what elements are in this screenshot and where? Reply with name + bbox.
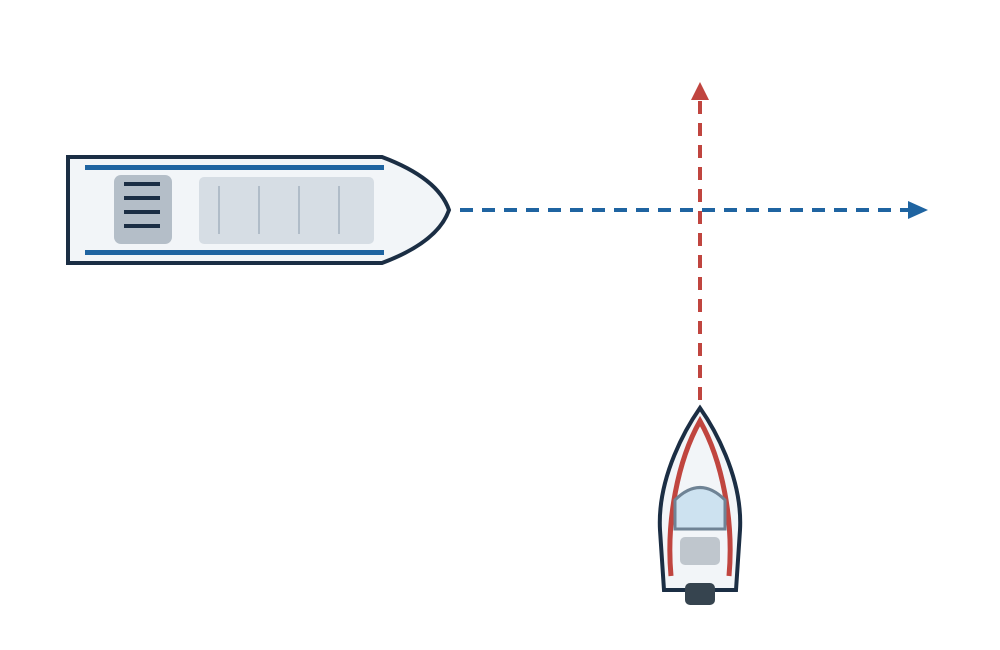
ship-cargo-dividers [218, 186, 340, 234]
motorboat-icon [657, 404, 743, 605]
cargo-ship-icon [66, 155, 452, 265]
ship-deck-stripe-bottom [85, 250, 384, 255]
boat-seat [680, 537, 720, 565]
boat-course-arrowhead-icon [691, 82, 709, 100]
boat-stripe [667, 415, 733, 577]
boat-windshield [673, 486, 727, 531]
ship-course-arrowhead-icon [908, 201, 928, 219]
boat-course-line [691, 82, 709, 400]
ship-course-line [460, 201, 928, 219]
ship-cargo-hold [199, 177, 374, 244]
ship-stairs-icon [124, 182, 160, 228]
outboard-motor [685, 583, 715, 605]
ship-deck-stripe-top [85, 165, 384, 170]
